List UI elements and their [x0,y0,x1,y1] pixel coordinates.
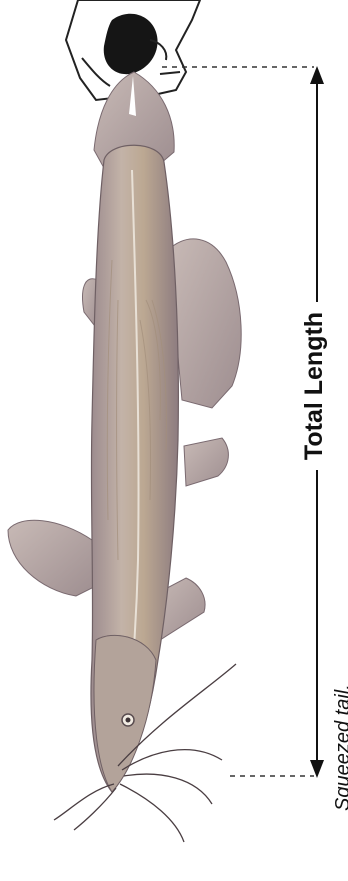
adipose-fin [168,239,241,408]
dorsal-fin [184,438,228,486]
anal-fin-left [8,520,96,596]
squeezed-tail-label: Squeezed tail. [333,661,348,811]
total-length-label: Total Length [302,302,332,470]
fish-pupil [126,718,131,723]
arrow-head-top-icon [310,66,324,84]
